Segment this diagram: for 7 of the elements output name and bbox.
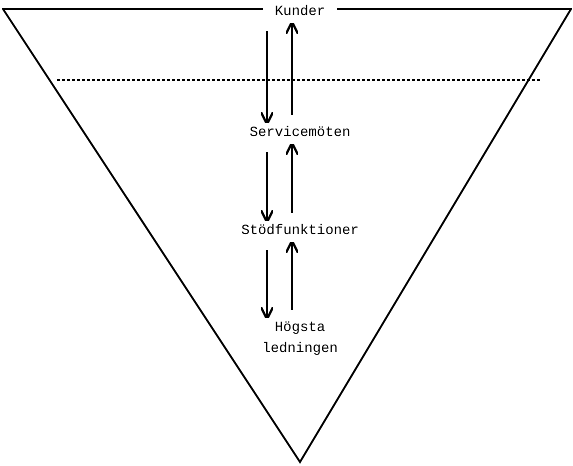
arrow (284, 20, 300, 115)
arrow (260, 152, 274, 224)
arrow (260, 31, 274, 126)
arrow (260, 250, 274, 320)
arrow (284, 142, 300, 213)
arrow (284, 240, 300, 310)
tier-label: Kunder (263, 2, 337, 23)
